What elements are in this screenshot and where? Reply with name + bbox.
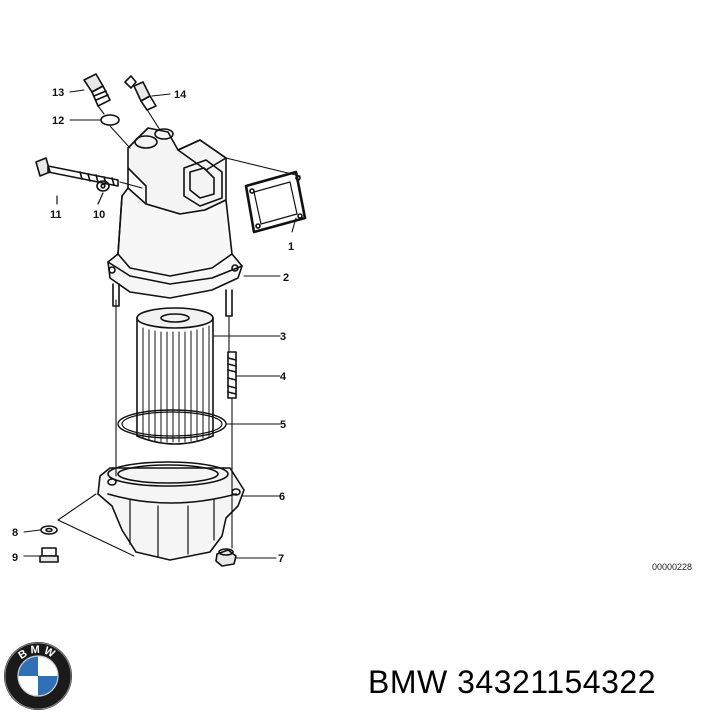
callout-9: 9 [12,552,18,564]
part-8-washer [40,525,58,535]
part-7-nut [215,548,237,567]
part-12-seal [100,114,120,126]
part-14-sender [124,75,157,111]
part-number-caption: BMW 34321154322 [368,664,656,700]
logo-letters: BMW [16,644,59,662]
callout-8: 8 [12,527,18,539]
callout-2: 2 [283,272,289,284]
reference-code: 00000228 [652,562,692,572]
callout-13: 13 [52,87,64,99]
part-1-gasket [244,170,307,234]
callout-5: 5 [280,419,286,431]
callout-3: 3 [280,331,286,343]
callout-4: 4 [280,371,287,383]
callout-11: 11 [50,209,62,221]
part-11-bolt [35,157,119,187]
part-2-housing [107,127,243,317]
part-10-washer [96,180,110,192]
callout-1: 1 [288,241,294,253]
part-5-oring [117,409,227,439]
callout-12: 12 [52,115,64,127]
part-4-stud [227,351,237,399]
callout-6: 6 [279,491,285,503]
part-9-plug [39,547,59,563]
bmw-logo: BMW [4,642,72,710]
part-3-filter [136,307,214,445]
callout-14: 14 [174,89,187,101]
part-6-bowl [97,461,245,561]
callout-7: 7 [278,553,284,565]
callout-10: 10 [93,209,105,221]
part-13-sensor [83,73,111,107]
